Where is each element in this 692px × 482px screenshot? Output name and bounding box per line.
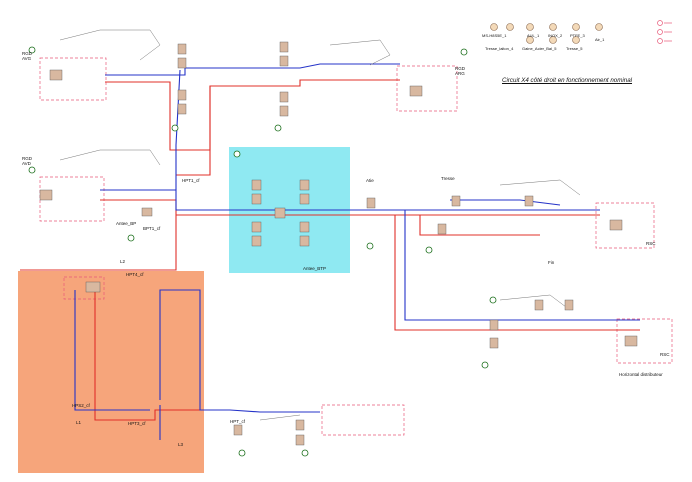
label-bpt1: BPT1_cf — [143, 226, 161, 231]
pink-markers — [657, 20, 672, 44]
label-hpt3: HPT3_cf — [128, 421, 146, 426]
legend-label-0: MS-H8S5E_1 — [482, 33, 507, 38]
legend-label-3: PTFE_3 — [570, 33, 585, 38]
label-fin: Fin — [548, 260, 555, 265]
label-hpt4: HPT4_cf — [126, 272, 144, 277]
label-rgd-arg: RGD ARG — [455, 66, 465, 76]
label-rgd-avg: RGD AVG — [22, 51, 32, 61]
legend-label-5: Tresse_laiton_4 — [485, 46, 514, 51]
label-l1: L1 — [76, 420, 82, 425]
blue-lines — [74, 63, 640, 440]
label-hpt1: HPT1_cf — [182, 178, 200, 183]
label-hpt-cf: HPT_cf — [230, 419, 246, 424]
dashed-boxes — [39, 57, 673, 436]
label-rsc-2: RSC — [660, 352, 670, 357]
legend-label-2: INOX_2 — [548, 33, 563, 38]
label-tresse: Tresse — [441, 176, 455, 181]
legend-label-6: Gaine_Acier_Bal_5 — [522, 46, 557, 51]
legend-swatches — [490, 23, 603, 44]
label-hps2: HPS2_cf — [72, 403, 90, 408]
label-rgd-avd: RGD AVD — [22, 156, 32, 166]
legend-label-1: AUL_1 — [527, 33, 540, 38]
label-l2: L2 — [120, 259, 126, 264]
diagram-title: Circuit X4 côté droit en fonctionnement … — [502, 77, 633, 84]
label-antee-btp: Antee_BTP — [303, 266, 327, 271]
grey-wires — [59, 29, 581, 421]
label-horizontal-distributeur: Horizontal distributeur — [619, 372, 663, 377]
components — [39, 41, 638, 446]
red-lines — [20, 79, 640, 421]
label-rsc: RSC — [646, 241, 656, 246]
label-l3: L3 — [178, 442, 184, 447]
orange-zone — [18, 271, 204, 473]
legend-label-4: Air_1 — [595, 37, 605, 42]
label-atie: Atie — [366, 178, 374, 183]
nodes — [28, 46, 497, 457]
legend-label-7: Tresse_5 — [566, 46, 583, 51]
label-antee-bp: Antee_BP — [116, 221, 137, 226]
